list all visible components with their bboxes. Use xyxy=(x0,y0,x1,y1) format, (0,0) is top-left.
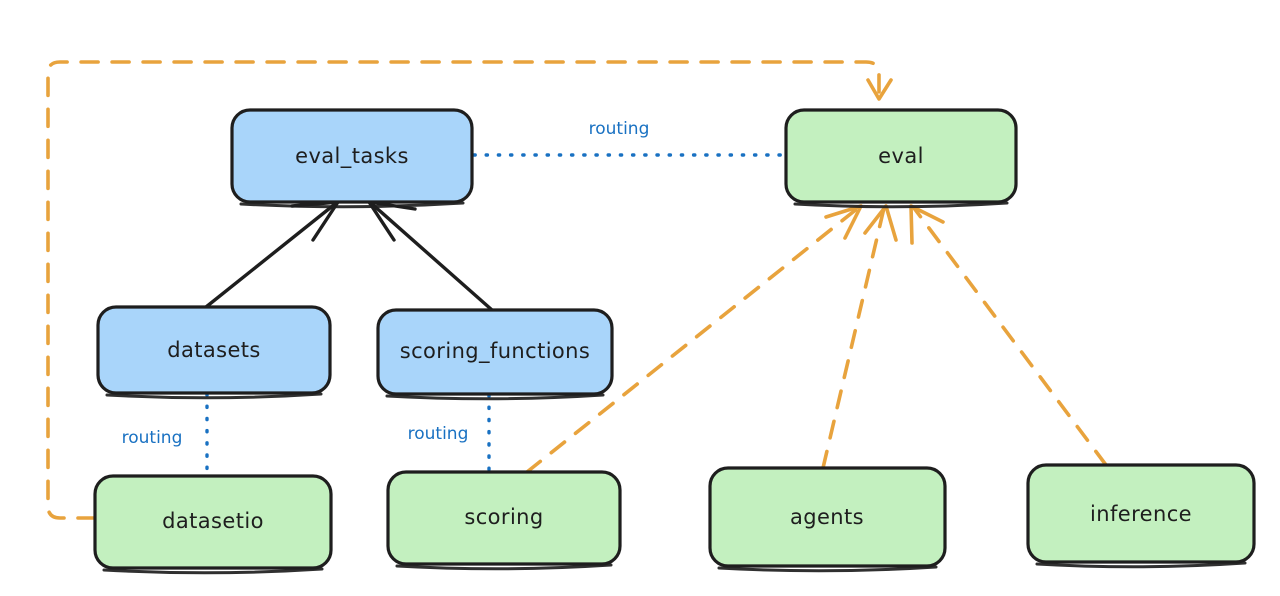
node-eval-label: eval xyxy=(878,144,924,168)
edge-inference-to-eval xyxy=(909,204,1108,467)
node-agents-label: agents xyxy=(790,505,864,529)
node-eval_tasks-box[interactable] xyxy=(230,108,474,204)
node-scoring_functions[interactable]: scoring_functions xyxy=(376,308,614,401)
edge-datasets-to-eval_tasks xyxy=(204,200,340,309)
node-scoring-label: scoring xyxy=(464,505,543,529)
node-scoring[interactable]: scoring xyxy=(386,470,622,571)
edge-label-routing-scoring_functions-scoring: routing xyxy=(408,424,469,444)
node-agents[interactable]: agents xyxy=(708,466,947,573)
edge-scoring_functions-to-eval_tasks xyxy=(367,200,494,312)
node-datasetio[interactable]: datasetio xyxy=(93,474,333,575)
node-inference[interactable]: inference xyxy=(1026,463,1256,569)
edge-label-routing-eval_tasks-eval: routing xyxy=(589,119,650,139)
node-eval[interactable]: eval xyxy=(784,108,1018,209)
node-datasets-box[interactable] xyxy=(96,305,332,395)
node-scoring_functions-label: scoring_functions xyxy=(400,339,590,364)
node-inference-box[interactable] xyxy=(1026,463,1256,564)
edge-datasetio-to-eval xyxy=(46,60,893,520)
edge-label-routing-datasets-datasetio: routing xyxy=(122,428,183,448)
node-datasetio-box[interactable] xyxy=(93,474,333,570)
node-inference-label: inference xyxy=(1090,502,1192,526)
node-datasetio-label: datasetio xyxy=(162,509,264,533)
edge-agents-to-eval xyxy=(821,204,898,470)
node-scoring-box[interactable] xyxy=(386,470,622,566)
node-eval_tasks-label: eval_tasks xyxy=(295,144,409,169)
node-eval-box[interactable] xyxy=(784,108,1018,204)
node-scoring_functions-box[interactable] xyxy=(376,308,614,396)
node-eval_tasks[interactable]: eval_tasks xyxy=(230,108,474,209)
node-agents-box[interactable] xyxy=(708,466,947,568)
node-datasets[interactable]: datasets xyxy=(96,305,332,400)
node-datasets-label: datasets xyxy=(167,338,261,362)
